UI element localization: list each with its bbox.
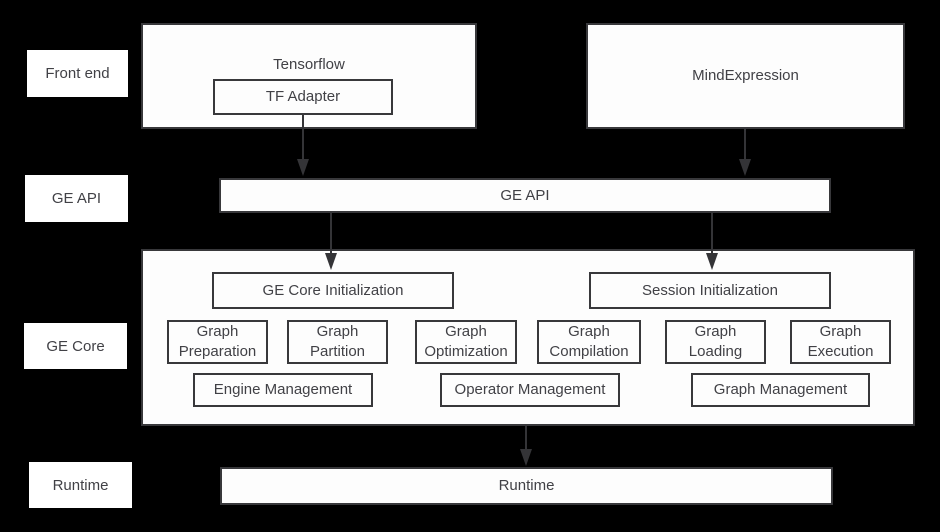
side-label-runtime: Runtime xyxy=(29,462,132,508)
stage-box-graph-preparation: Graph Preparation xyxy=(167,320,268,364)
tf-adapter-box: TF Adapter xyxy=(213,79,393,115)
stage-box-graph-partition: Graph Partition xyxy=(287,320,388,364)
graph-management-box: Graph Management xyxy=(691,373,870,407)
stage-box-graph-execution: Graph Execution xyxy=(790,320,891,364)
stage-box-graph-loading: Graph Loading xyxy=(665,320,766,364)
stage-box-graph-optimization: Graph Optimization xyxy=(415,320,517,364)
tensorflow-label: Tensorflow xyxy=(273,56,345,73)
arrow-mindexpression-to-ge-api xyxy=(744,129,746,159)
engine-management-box: Engine Management xyxy=(193,373,373,407)
arrow-tf-adapter-to-ge-api xyxy=(302,115,304,159)
mindexpression-box: MindExpression xyxy=(586,23,905,129)
session-initialization-box: Session Initialization xyxy=(589,272,831,309)
operator-management-box: Operator Management xyxy=(440,373,620,407)
ge-core-initialization-box: GE Core Initialization xyxy=(212,272,454,309)
stage-box-graph-compilation: Graph Compilation xyxy=(537,320,641,364)
arrow-ge-api-to-ge-core-initialization xyxy=(330,213,332,253)
ge-api-box: GE API xyxy=(219,178,831,213)
arrow-ge-core-to-runtime xyxy=(525,426,527,449)
side-label-ge-api: GE API xyxy=(25,175,128,222)
arrow-ge-api-to-session-initialization xyxy=(711,213,713,253)
side-label-front-end: Front end xyxy=(27,50,128,97)
runtime-box: Runtime xyxy=(220,467,833,505)
side-label-ge-core: GE Core xyxy=(24,323,127,369)
